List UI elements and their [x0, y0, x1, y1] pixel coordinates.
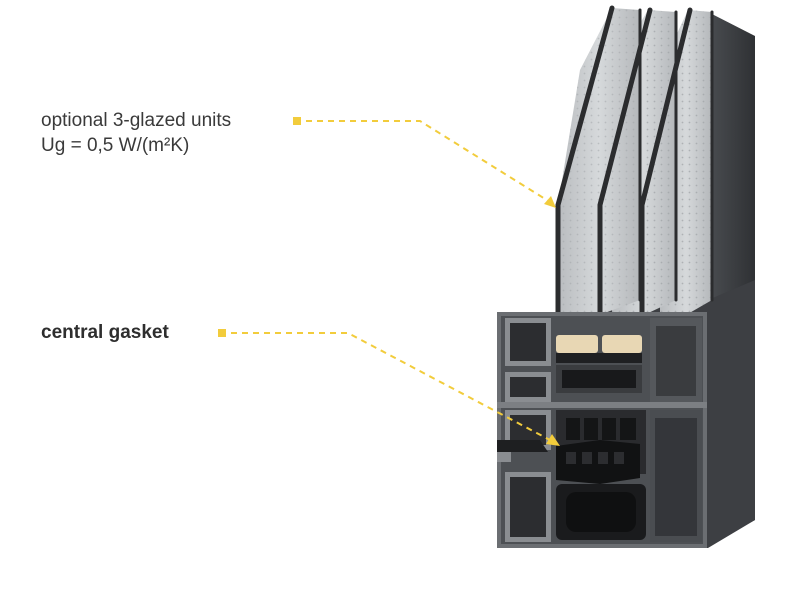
pane-edges — [555, 5, 714, 333]
glazing-callout-line2: Ug = 0,5 W/(m²K) — [41, 135, 190, 156]
gasket-marker — [218, 329, 226, 337]
glazing-callout-line1: optional 3-glazed units — [41, 110, 232, 131]
gasket-leader — [218, 329, 560, 446]
gasket-callout-label: central gasket — [41, 322, 169, 343]
glazing-leader — [293, 117, 556, 208]
glazing-callout-label: optional 3-glazed units Ug = 0,5 W/(m²K) — [41, 108, 231, 158]
frame-cross-section — [497, 312, 707, 548]
glazing-marker — [293, 117, 301, 125]
glass-pane-1-dots — [558, 8, 640, 330]
